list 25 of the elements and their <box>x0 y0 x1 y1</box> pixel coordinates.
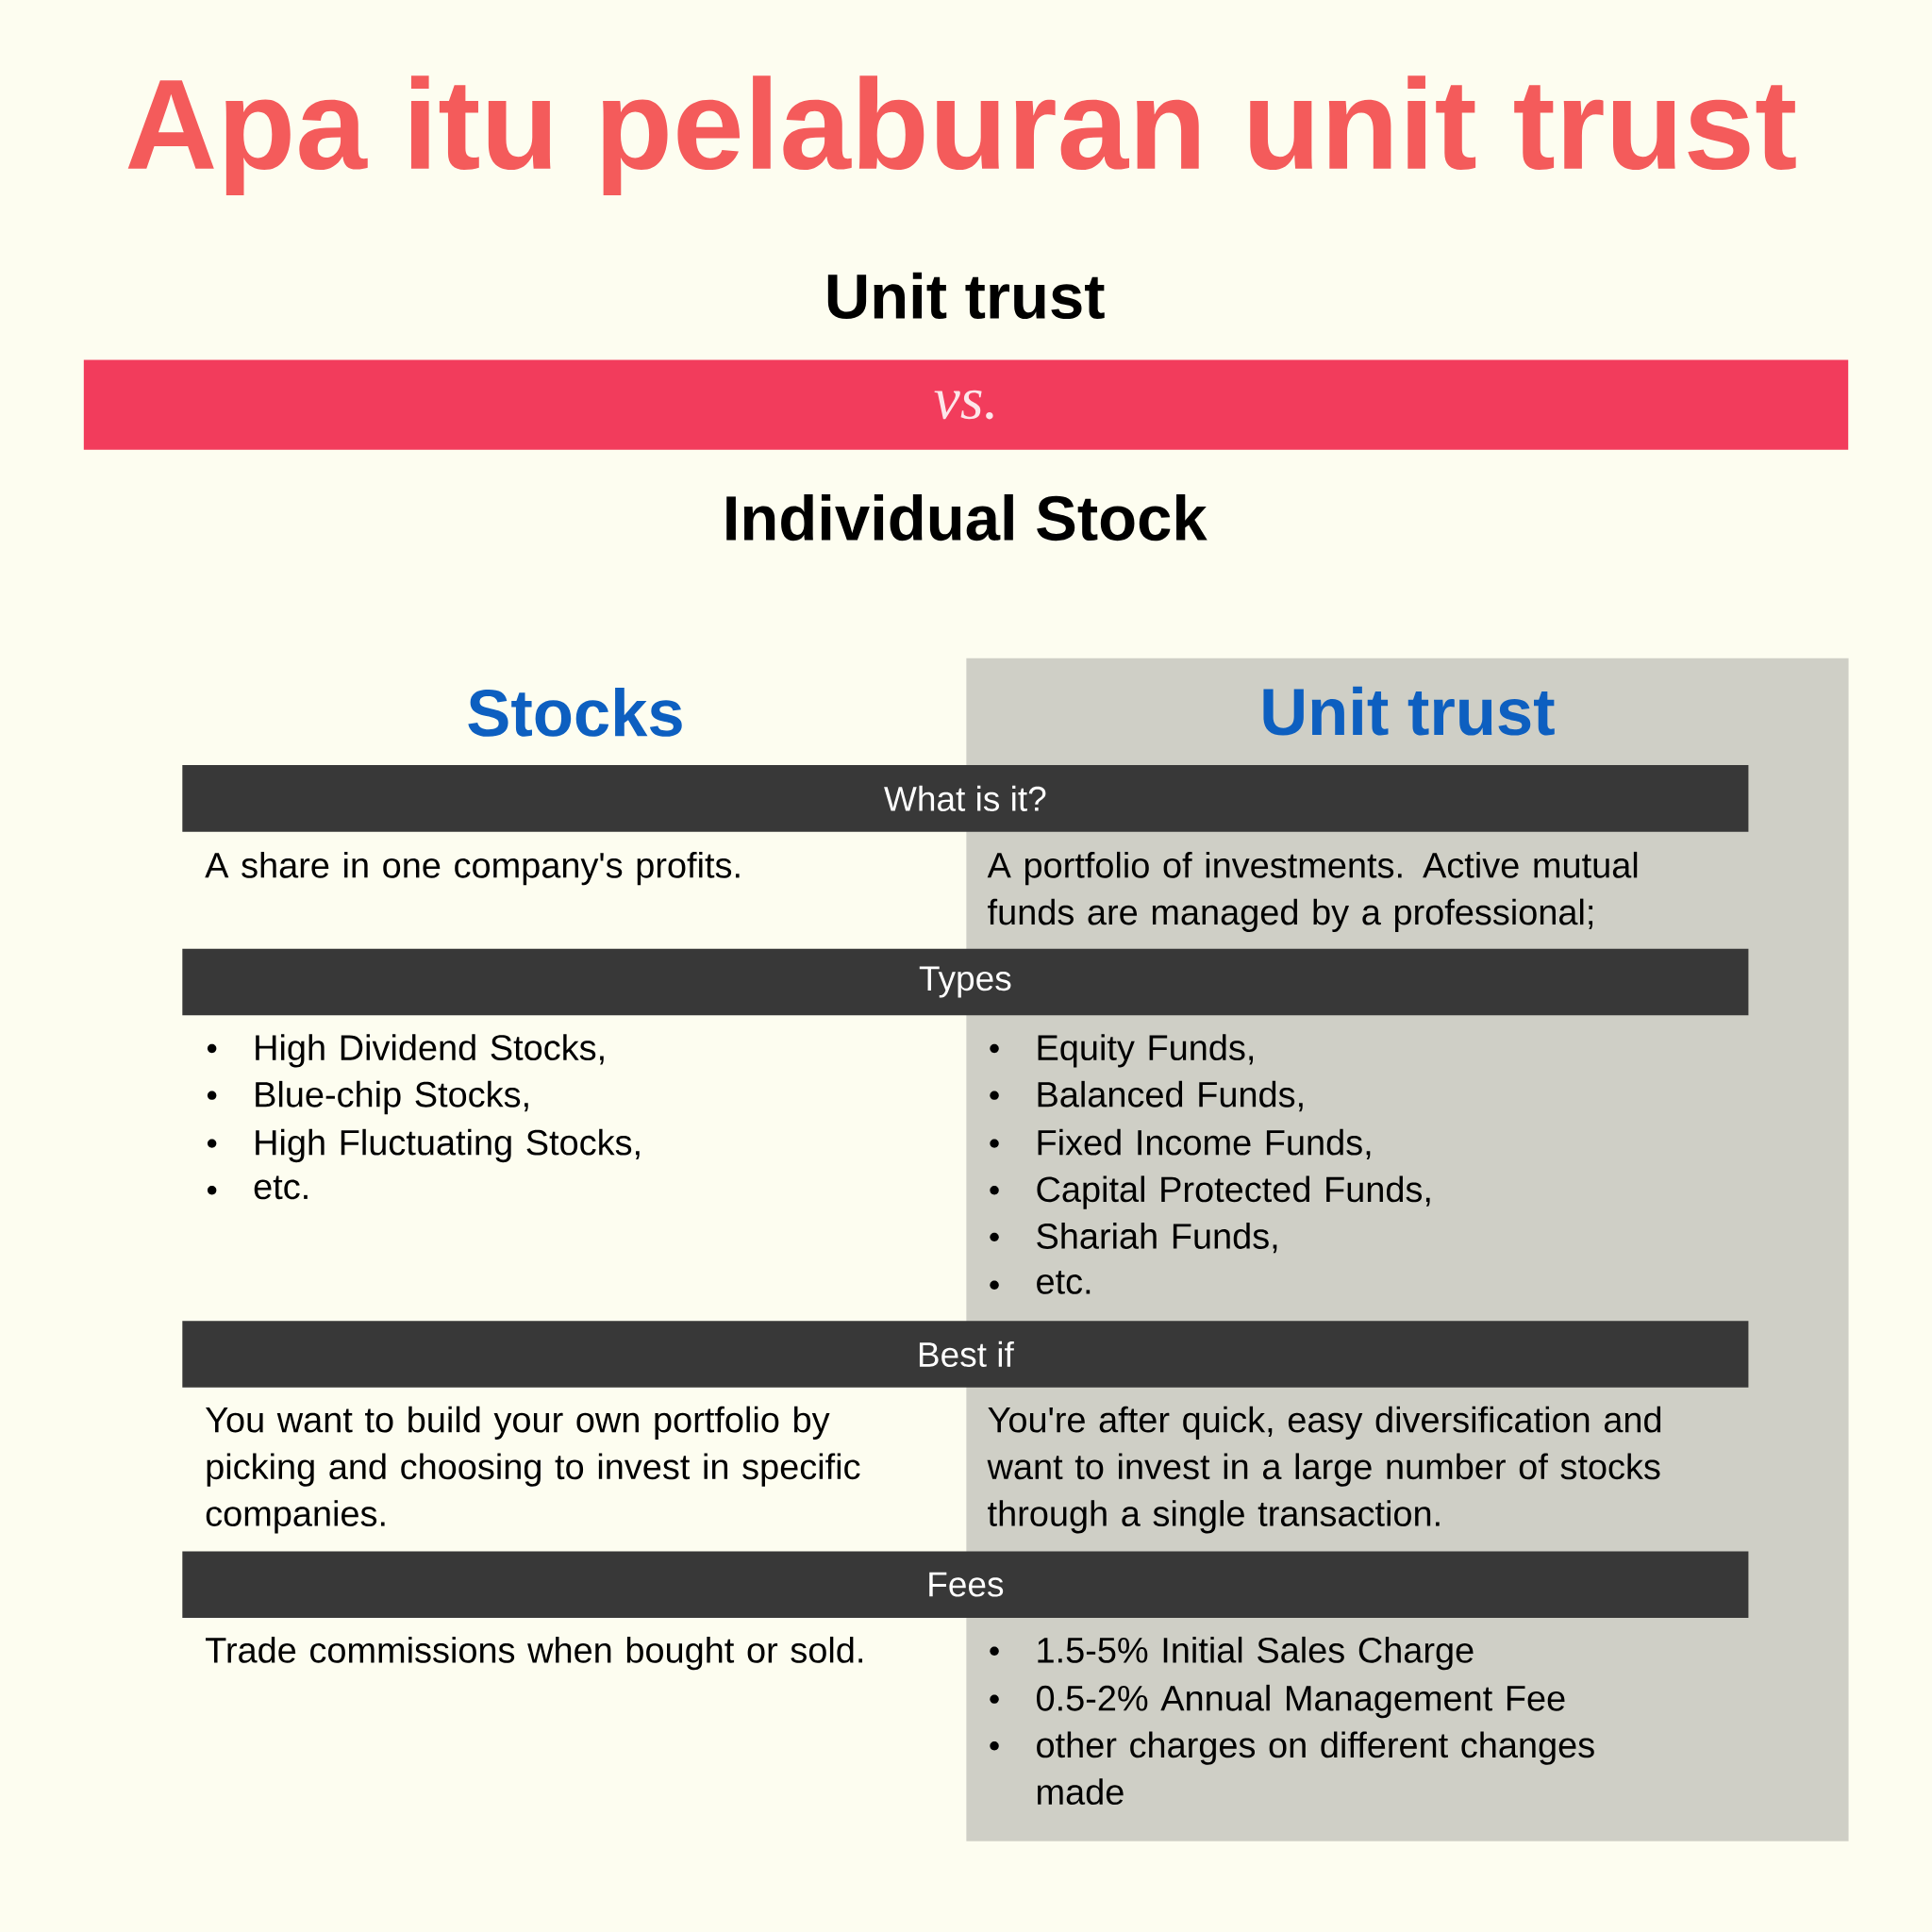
cell-text: You're after quick, easy diversification and want to invest in a large number of stocks through a single transaction. <box>987 1406 1661 1534</box>
bullet-item: 0.5-2% Annual Management Fee <box>990 1684 1565 1719</box>
bullet-item: High Fluctuating Stocks, <box>207 1128 640 1163</box>
bullet-item: Balanced Funds, <box>990 1080 1303 1112</box>
bullet-item: Fixed Income Funds, <box>990 1128 1371 1160</box>
section-header-bar: Fees <box>182 1551 1749 1618</box>
bullet-item: Shariah Funds, <box>990 1223 1277 1254</box>
bullet-item: Equity Funds, <box>990 1034 1253 1068</box>
cell-text: Trade commissions when bought or sold. <box>206 1636 862 1671</box>
section-header-bar: What is it? <box>182 765 1749 832</box>
bullet-item: High Dividend Stocks, <box>207 1034 604 1068</box>
title: Apa itu pelaburan unit trust <box>127 75 1796 195</box>
section-header-bar: Types <box>182 948 1749 1016</box>
bullet-item: Blue-chip Stocks, <box>207 1080 528 1115</box>
bullet-item: Capital Protected Funds, <box>990 1175 1430 1209</box>
cell-text: A share in one company's profits. <box>205 851 740 886</box>
subtitle: Individual Stock <box>726 493 1208 541</box>
bullet-item: 1.5-5% Initial Sales Charge <box>990 1636 1474 1671</box>
vs-band: vs. <box>83 359 1849 450</box>
bullet-item: etc. <box>207 1175 308 1200</box>
section-header-bar: Best if <box>182 1321 1749 1388</box>
bullet-item: etc. <box>990 1271 1091 1294</box>
bullet-item: other charges on different changes made <box>990 1731 1594 1806</box>
cell-text: You want to build your own portfolio by picking and choosing to invest in specific companies. <box>206 1406 860 1534</box>
cell-text: A portfolio of investments. Active mutual funds are managed by a professional; <box>987 851 1638 932</box>
